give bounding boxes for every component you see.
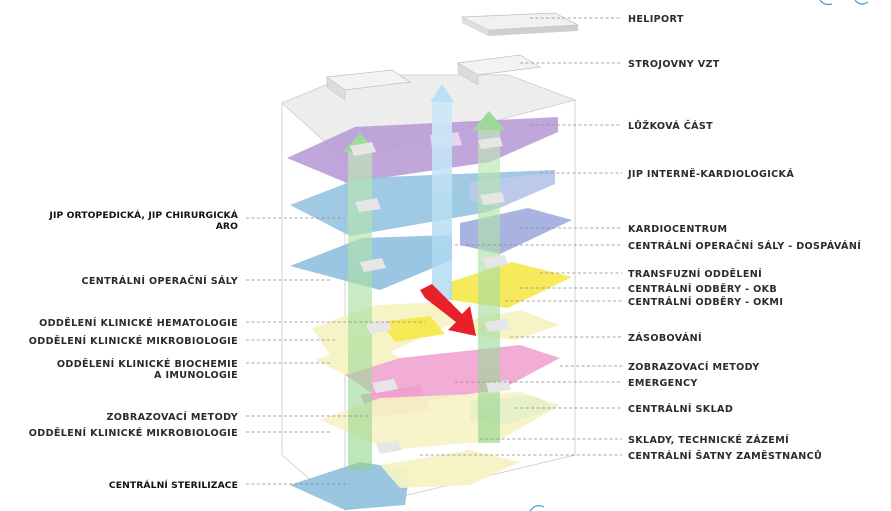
label-satny: CENTRÁLNÍ ŠATNY ZAMĚSTNANCŮ	[628, 449, 822, 462]
green-shaft-left	[348, 150, 372, 470]
floor-hematologie-yellow	[380, 316, 445, 342]
label-hematologie: ODDĚLENÍ KLINICKÉ HEMATOLOGIE	[39, 316, 238, 329]
floor-satny	[380, 450, 520, 488]
green-shaft-right	[478, 128, 500, 443]
label-jip-kardio: JIP INTERNĚ-KARDIOLOGICKÁ	[627, 167, 794, 180]
label-operacni-saly-left: CENTRÁLNÍ OPERAČNÍ SÁLY	[81, 274, 238, 287]
floor-sterilizace	[290, 462, 410, 510]
label-zasobovani: ZÁSOBOVÁNÍ	[628, 331, 702, 344]
label-mikrobiologie-1: ODDĚLENÍ KLINICKÉ MIKROBIOLOGIE	[29, 334, 238, 347]
label-strojovny: STROJOVNY VZT	[628, 59, 720, 70]
corner-mark-top-right	[819, 0, 869, 6]
label-mikrobiologie-2: ODDĚLENÍ KLINICKÉ MIKROBIOLOGIE	[29, 426, 238, 439]
machine-room-left-side	[326, 76, 346, 101]
corner-mark-bottom	[529, 505, 545, 511]
floor-kardiocentrum	[460, 208, 572, 254]
building-isometric	[281, 12, 580, 511]
shaft-arrow-head	[430, 84, 454, 102]
label-odbery-okmi: CENTRÁLNÍ ODBĚRY - OKMI	[628, 295, 783, 308]
label-heliport: HELIPORT	[628, 14, 684, 25]
label-transfuzni: TRANSFUZNÍ ODDĚLENÍ	[628, 267, 762, 280]
label-kardiocentrum: KARDIOCENTRUM	[628, 224, 727, 235]
label-operacni-dospavani: CENTRÁLNÍ OPERAČNÍ SÁLY - DOSPÁVÁNÍ	[628, 239, 861, 252]
label-odbery-okb: CENTRÁLNÍ ODBĚRY - OKB	[628, 282, 777, 295]
label-luzkova: LŮŽKOVÁ ČÁST	[628, 119, 713, 132]
vertical-shaft-blue	[432, 100, 452, 300]
heliport-pad-side	[488, 25, 578, 36]
machine-room-right-side	[457, 62, 479, 86]
label-sterilizace: CENTRÁLNÍ STERILIZACE	[109, 479, 238, 491]
right-labels: HELIPORT STROJOVNY VZT LŮŽKOVÁ ČÁST JIP …	[420, 14, 861, 462]
label-centralni-sklad: CENTRÁLNÍ SKLAD	[628, 402, 733, 415]
label-imunologie: A IMUNOLOGIE	[154, 370, 238, 381]
green-arrow-right-head	[473, 111, 505, 130]
label-zobrazovaci-left: ZOBRAZOVACÍ METODY	[106, 410, 238, 423]
left-labels: JIP ORTOPEDICKÁ, JIP CHIRURGICKÁ ARO CEN…	[29, 209, 425, 491]
heliport-pad-front	[462, 17, 488, 36]
core-blocks	[350, 137, 511, 454]
label-aro: ARO	[216, 221, 238, 232]
label-jip-ortopedicka: JIP ORTOPEDICKÁ, JIP CHIRURGICKÁ	[48, 209, 238, 221]
red-flow-arrow	[420, 284, 476, 336]
label-biochemie: ODDĚLENÍ KLINICKÉ BIOCHEMIE	[57, 357, 238, 370]
label-sklady: SKLADY, TECHNICKÉ ZÁZEMÍ	[628, 433, 789, 446]
label-emergency: EMERGENCY	[628, 378, 698, 389]
label-zobrazovaci-right: ZOBRAZOVACÍ METODY	[628, 360, 760, 373]
